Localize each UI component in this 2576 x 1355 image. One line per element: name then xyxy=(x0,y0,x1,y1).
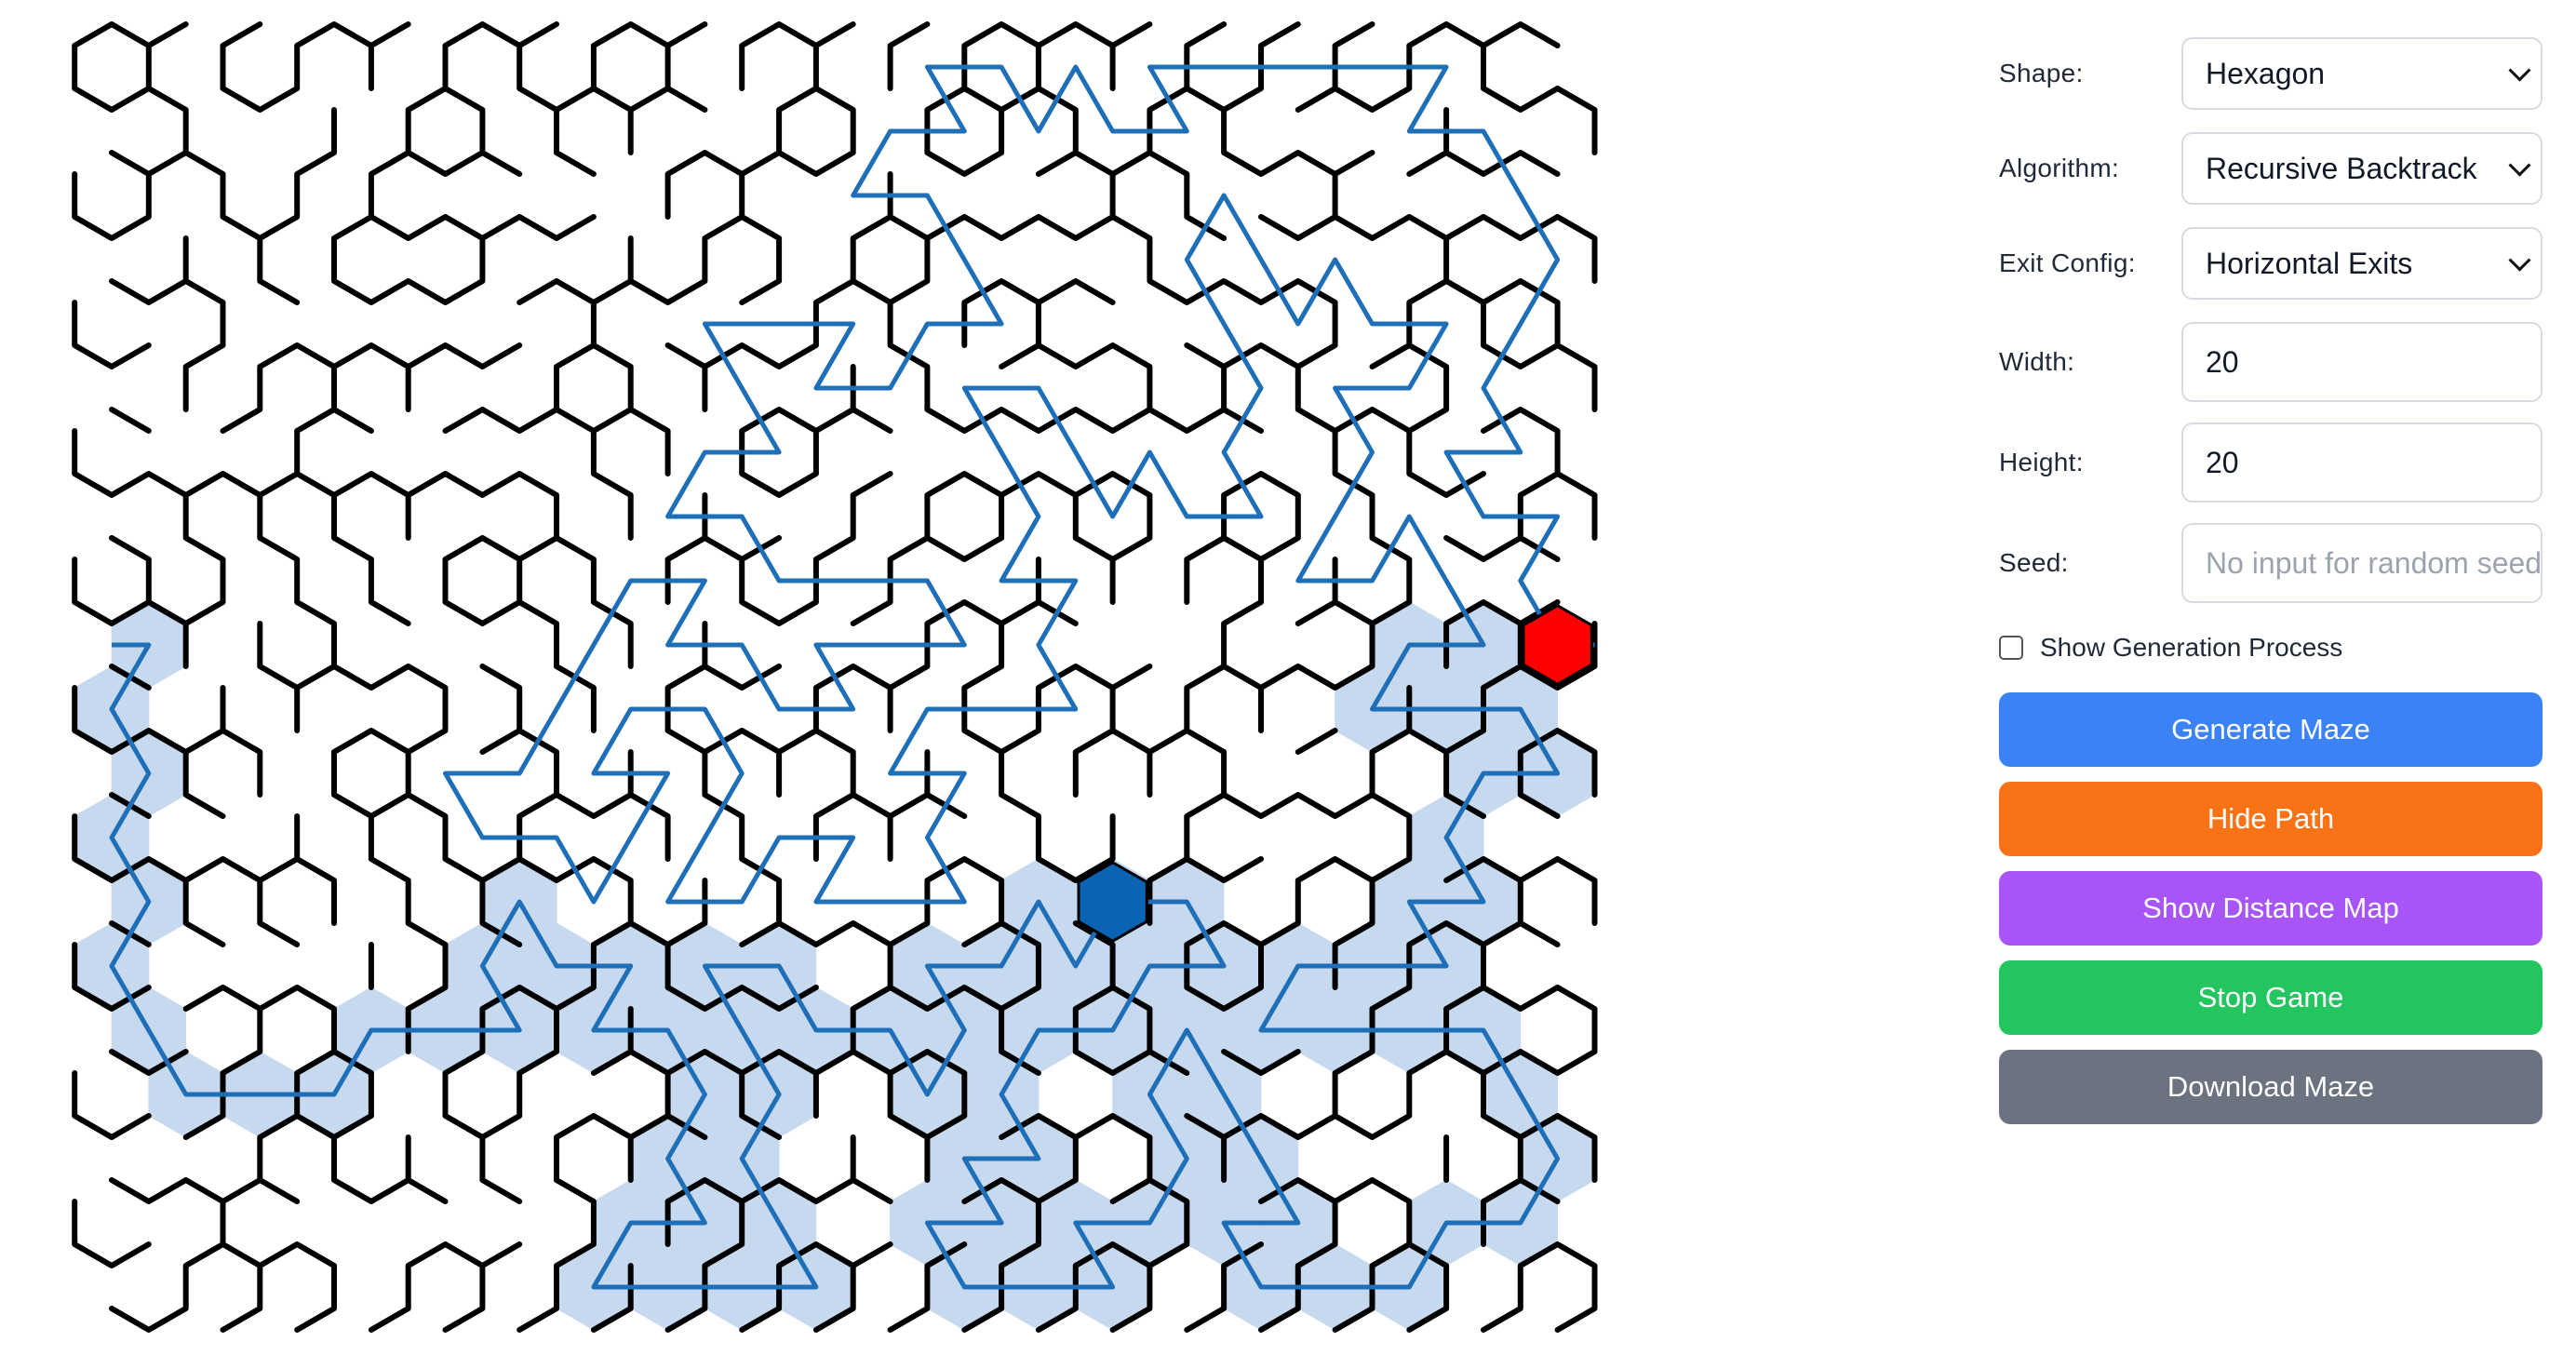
height-label: Height: xyxy=(1999,448,2084,476)
algorithm-select-value: Recursive Backtrack xyxy=(2206,151,2477,185)
stop-game-button[interactable]: Stop Game xyxy=(1999,960,2542,1035)
seed-input[interactable]: No input for random seed xyxy=(2181,523,2542,603)
algorithm-select[interactable]: Recursive Backtrack xyxy=(2181,132,2542,205)
show-distance-map-button[interactable]: Show Distance Map xyxy=(1999,871,2542,946)
show-generation-row: Show Generation Process xyxy=(1999,624,2542,672)
chevron-down-icon xyxy=(2508,59,2531,82)
control-panel: Shape: Hexagon Algorithm: Recursive Back… xyxy=(1999,37,2542,1139)
width-label: Width: xyxy=(1999,347,2075,376)
height-input-value: 20 xyxy=(2206,445,2239,479)
height-input[interactable]: 20 xyxy=(2181,423,2542,503)
goal-marker xyxy=(1522,603,1593,687)
generate-maze-button[interactable]: Generate Maze xyxy=(1999,692,2542,767)
download-maze-button[interactable]: Download Maze xyxy=(1999,1050,2542,1124)
chevron-down-icon xyxy=(2508,154,2531,177)
player-marker xyxy=(1077,860,1148,944)
chevron-down-icon xyxy=(2508,248,2531,272)
maze-canvas[interactable] xyxy=(0,0,1601,1355)
shape-label: Shape: xyxy=(1999,59,2084,87)
show-generation-label[interactable]: Show Generation Process xyxy=(2040,633,2343,662)
solution-path xyxy=(109,64,1595,1290)
width-row: Width: 20 xyxy=(1999,322,2542,402)
algorithm-row: Algorithm: Recursive Backtrack xyxy=(1999,132,2542,205)
seed-row: Seed: No input for random seed xyxy=(1999,523,2542,603)
seed-label: Seed: xyxy=(1999,548,2069,577)
exit-config-row: Exit Config: Horizontal Exits xyxy=(1999,227,2542,300)
seed-placeholder: No input for random seed xyxy=(2206,545,2542,580)
exit-config-label: Exit Config: xyxy=(1999,248,2136,277)
maze-area[interactable] xyxy=(0,0,1601,1355)
shape-select[interactable]: Hexagon xyxy=(2181,37,2542,110)
width-input-value: 20 xyxy=(2206,344,2239,379)
width-input[interactable]: 20 xyxy=(2181,322,2542,402)
algorithm-label: Algorithm: xyxy=(1999,154,2120,182)
shape-select-value: Hexagon xyxy=(2206,56,2326,90)
exit-config-select-value: Horizontal Exits xyxy=(2206,246,2413,280)
exit-config-select[interactable]: Horizontal Exits xyxy=(2181,227,2542,300)
height-row: Height: 20 xyxy=(1999,423,2542,503)
show-generation-checkbox[interactable] xyxy=(1999,636,2023,660)
hide-path-button[interactable]: Hide Path xyxy=(1999,782,2542,856)
shape-row: Shape: Hexagon xyxy=(1999,37,2542,110)
